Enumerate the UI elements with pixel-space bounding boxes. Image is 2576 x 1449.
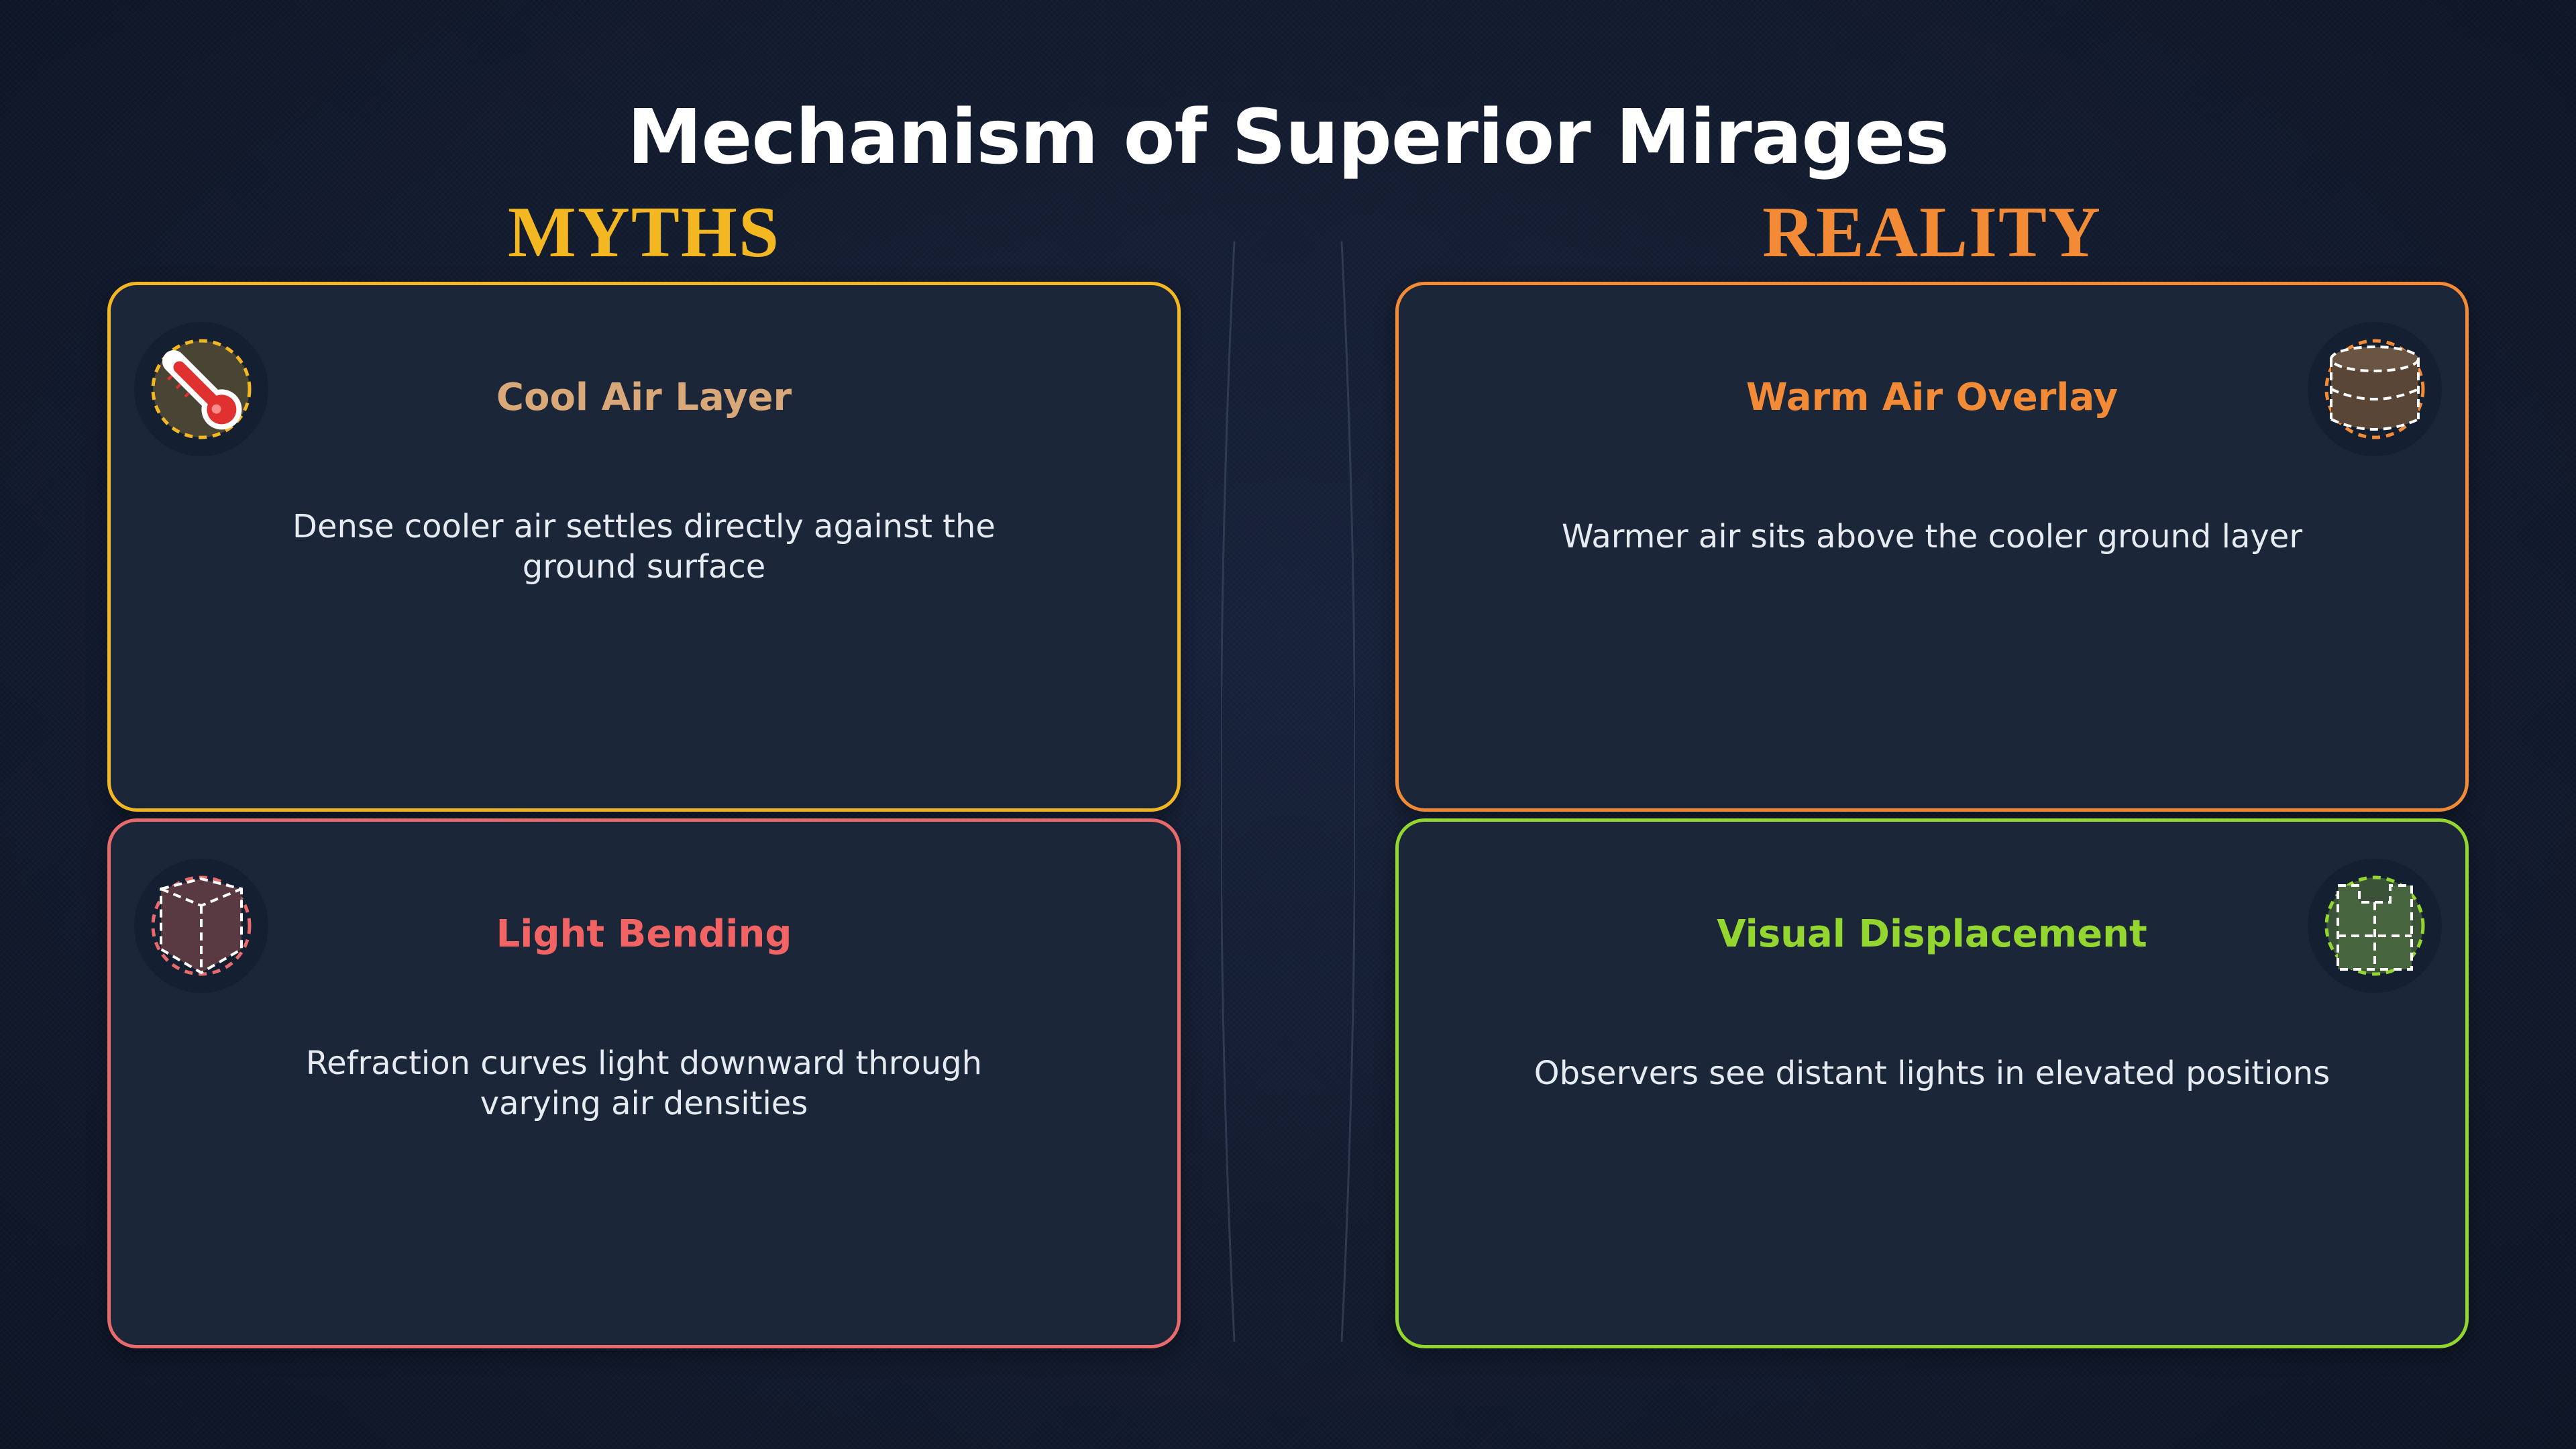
prism-icon: [134, 859, 268, 993]
card-description: Observers see distant lights in elevated…: [1534, 1055, 2330, 1092]
card-description: Warmer air sits above the cooler ground …: [1561, 518, 2303, 555]
card-cool-air-layer: Cool Air Layer Dense cooler air settles …: [107, 282, 1181, 812]
page-title: Mechanism of Superior Mirages: [627, 94, 1949, 181]
card-light-bending: Light Bending Refraction curves light do…: [107, 818, 1181, 1348]
card-visual-displacement: Visual Displacement Observers see distan…: [1395, 818, 2469, 1348]
card-title: Warm Air Overlay: [1746, 376, 2118, 419]
card-description: Refraction curves light downward through…: [305, 1044, 983, 1122]
column-header-myths: MYTHS: [507, 193, 781, 272]
card-title: Visual Displacement: [1717, 912, 2147, 956]
center-divider: [1221, 241, 1355, 1342]
card-description: Dense cooler air settles directly agains…: [292, 508, 996, 586]
displaced-lights-icon: [2308, 859, 2442, 993]
thermometer-icon: [134, 322, 268, 456]
column-header-reality: REALITY: [1762, 193, 2102, 272]
card-warm-air-overlay: Warm Air Overlay Warmer air sits above t…: [1395, 282, 2469, 812]
layers-cylinder-icon: [2308, 322, 2442, 456]
card-title: Light Bending: [496, 912, 792, 956]
card-title: Cool Air Layer: [496, 376, 792, 419]
